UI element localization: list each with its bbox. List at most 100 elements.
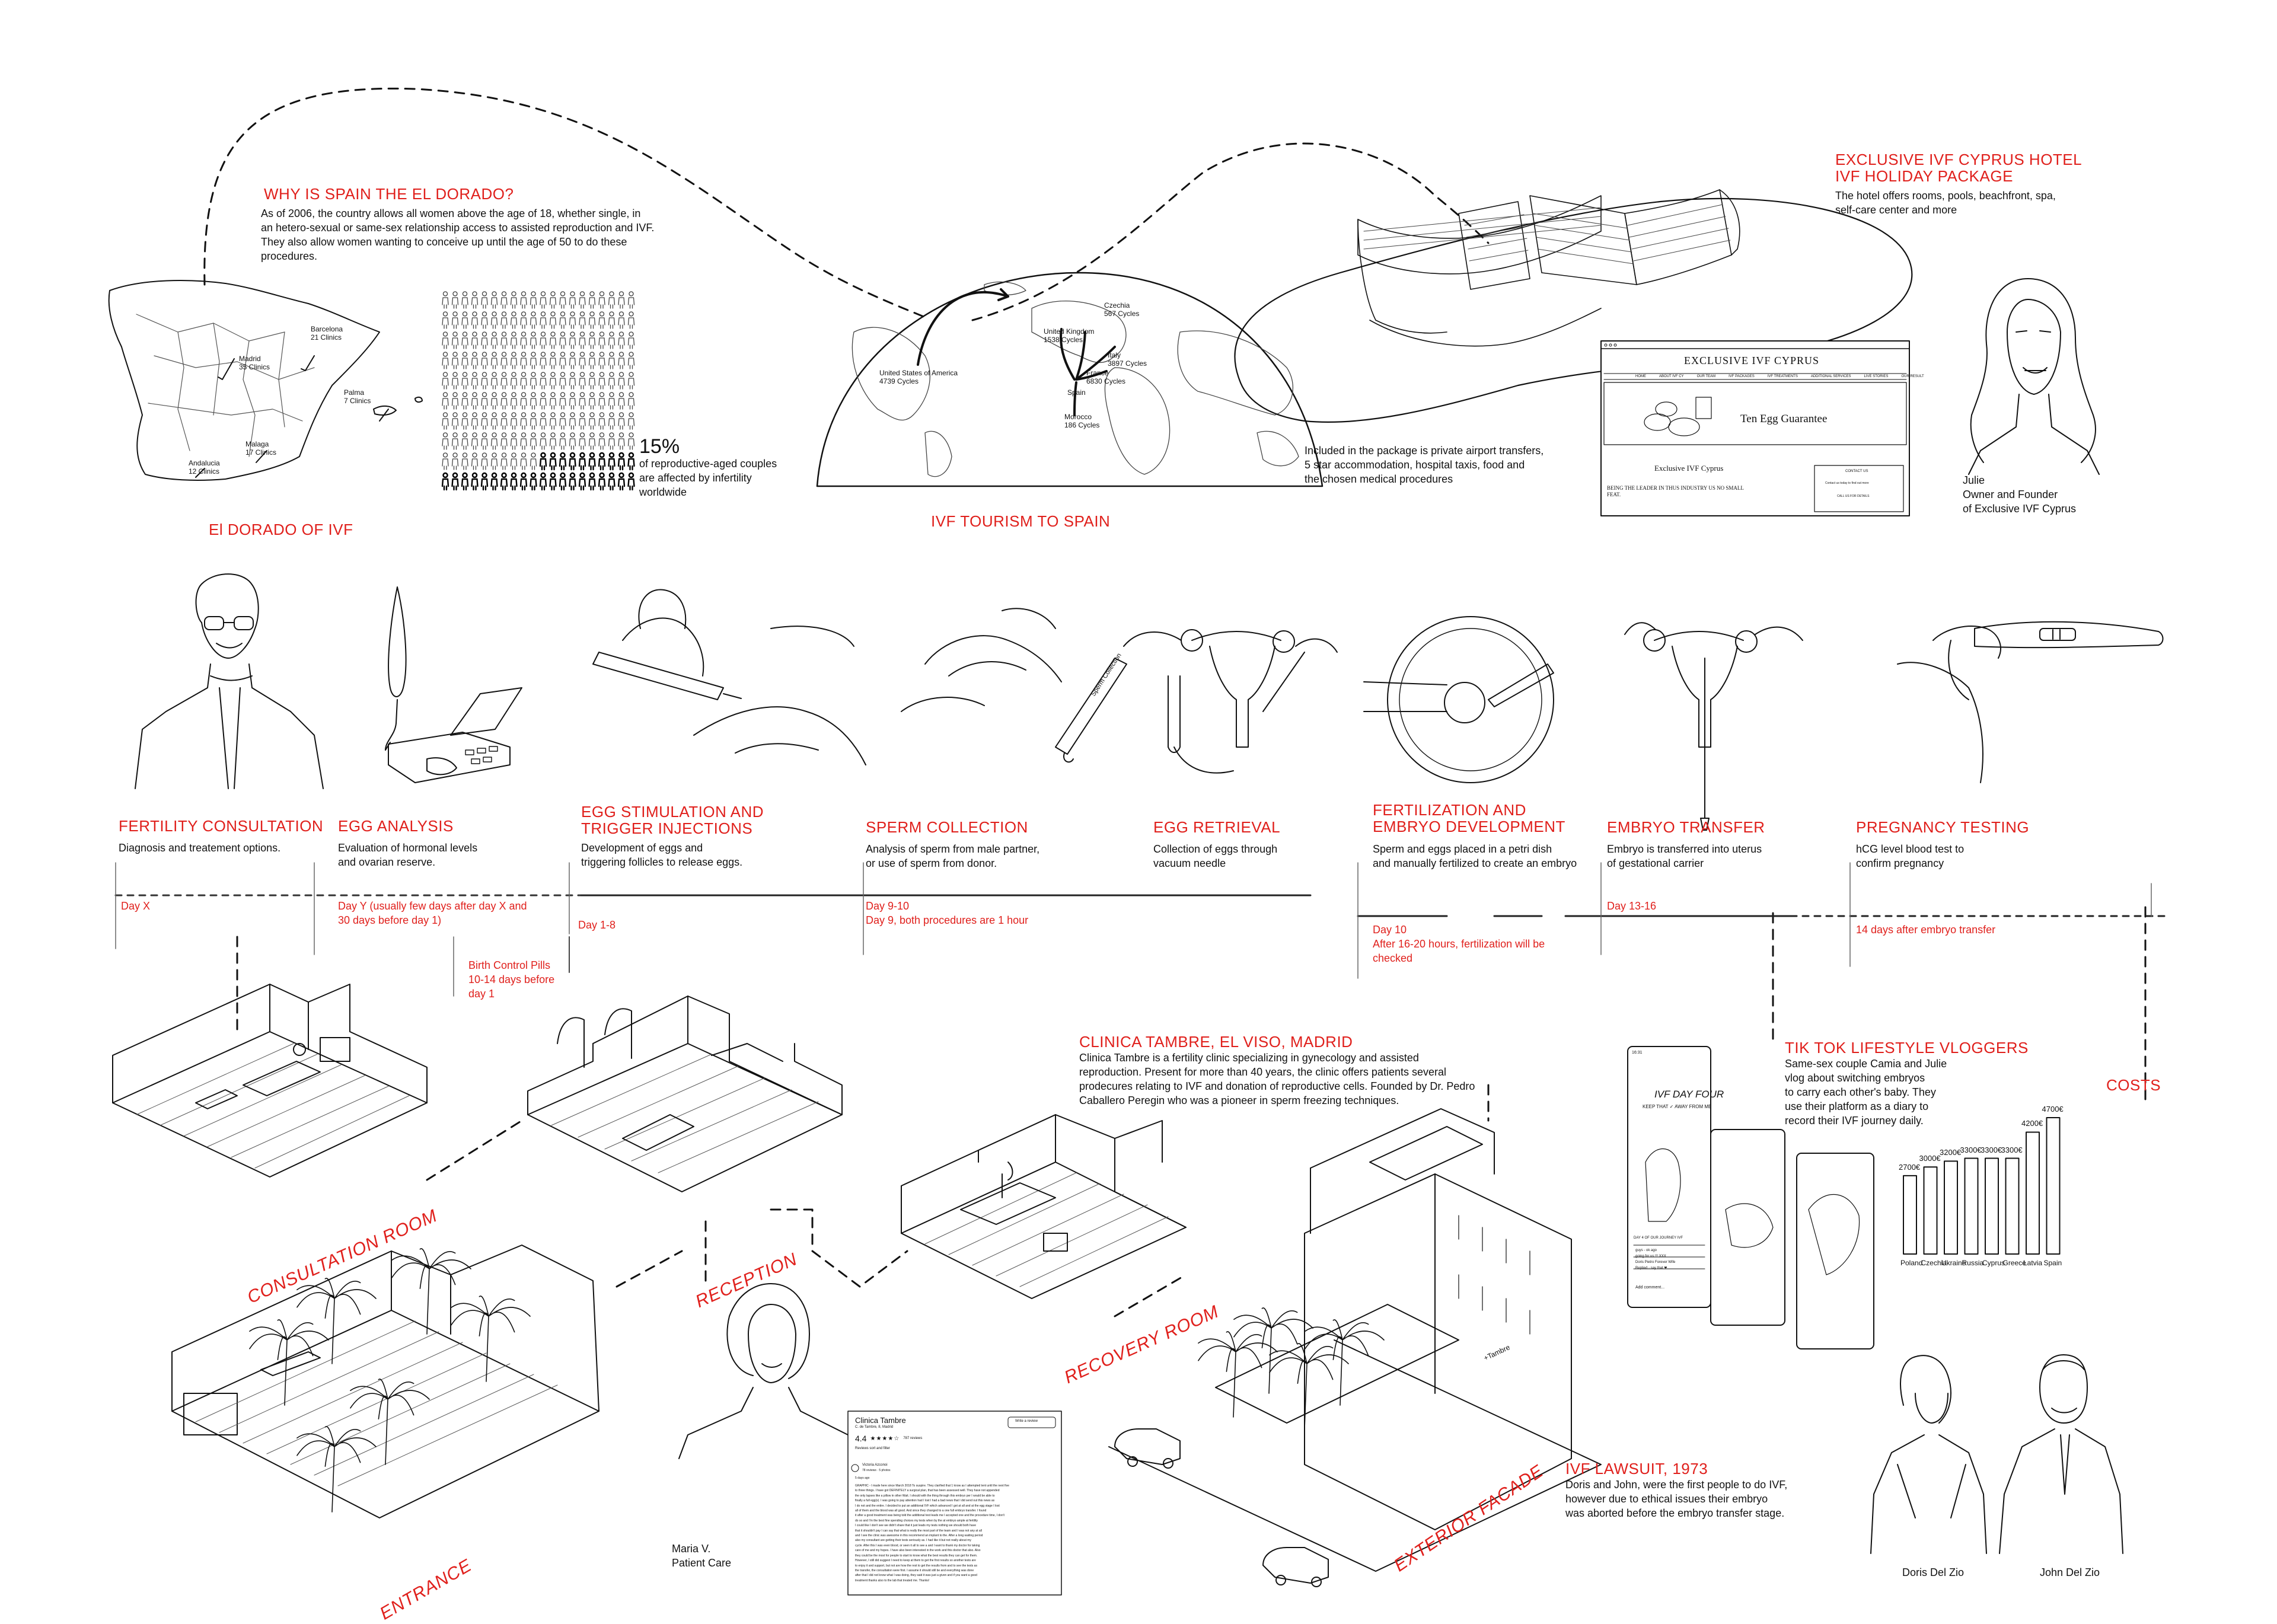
site-nav-item[interactable]: IVF PACKAGES xyxy=(1729,375,1755,378)
person-icon xyxy=(559,372,566,390)
person-icon xyxy=(578,452,586,471)
palm-tree xyxy=(1198,1331,1278,1418)
person-icon xyxy=(539,472,547,491)
tiktok-add-comment[interactable]: Add comment... xyxy=(1635,1285,1665,1290)
cost-country-label: Russia xyxy=(1962,1259,1984,1267)
palm-tree xyxy=(391,1248,471,1335)
person-icon xyxy=(579,311,586,329)
person-icon xyxy=(549,311,557,329)
person-icon xyxy=(442,452,449,470)
entrance-sketch xyxy=(171,1245,599,1518)
person-icon xyxy=(579,432,586,450)
person-icon xyxy=(608,352,616,369)
review-line: it after a good treatment was being told… xyxy=(855,1514,1004,1518)
person-icon xyxy=(481,291,488,309)
person-icon xyxy=(627,392,635,410)
person-icon xyxy=(627,352,635,369)
infertility-people-grid xyxy=(441,291,635,491)
cost-value-label: 3000€ xyxy=(1919,1154,1941,1163)
julie-portrait-sketch xyxy=(1968,278,2100,475)
person-icon xyxy=(481,432,488,450)
injection-sketch xyxy=(592,589,866,765)
person-icon xyxy=(539,452,547,471)
review-filter[interactable]: Reviews sort and filter xyxy=(855,1447,891,1450)
write-review-button[interactable]: Write a review xyxy=(1015,1419,1038,1423)
person-icon xyxy=(481,311,488,329)
person-icon xyxy=(588,331,596,349)
person-icon xyxy=(569,452,576,471)
person-icon xyxy=(569,432,576,450)
site-nav-item[interactable]: OUR RESULT xyxy=(1901,375,1924,378)
person-icon xyxy=(540,291,547,309)
site-contact-button[interactable]: CALL US FOR DETAILS xyxy=(1837,494,1870,498)
person-icon xyxy=(500,392,508,410)
person-icon xyxy=(579,331,586,349)
person-icon xyxy=(549,291,557,309)
site-nav-item[interactable]: IVF TREATMENTS xyxy=(1767,375,1798,378)
uterus-retrieval-sketch xyxy=(1123,629,1338,774)
review-line: that it shouldn't pay I can say that wha… xyxy=(855,1529,982,1533)
site-nav-item[interactable]: HOME xyxy=(1635,375,1646,378)
person-john: John Del Zio xyxy=(2040,1566,2100,1578)
person-icon xyxy=(490,432,498,450)
site-nav-item[interactable]: OUR TEAM xyxy=(1696,375,1716,378)
review-line: finally a full egg(s). I was going to pa… xyxy=(855,1499,995,1503)
person-icon xyxy=(618,372,625,390)
person-icon xyxy=(451,311,459,329)
person-icon xyxy=(510,291,518,309)
person-icon xyxy=(471,472,479,491)
person-icon xyxy=(441,472,449,491)
person-icon xyxy=(588,392,596,410)
person-icon xyxy=(461,452,468,470)
person-icon xyxy=(569,412,576,430)
person-icon xyxy=(530,291,537,309)
person-icon xyxy=(461,432,468,450)
person-icon xyxy=(442,392,449,410)
person-icon xyxy=(451,432,459,450)
person-icon xyxy=(530,452,537,470)
person-icon xyxy=(471,412,479,430)
cyprus-island xyxy=(1234,197,1913,423)
person-icon xyxy=(442,412,449,430)
person-icon xyxy=(510,432,518,450)
review-line: to three things. I have got DEFINITELY a… xyxy=(855,1489,1000,1493)
origin-spain: Spain xyxy=(1067,388,1086,397)
person-icon xyxy=(442,432,449,450)
person-icon xyxy=(451,452,459,470)
person-icon xyxy=(559,452,567,471)
spain-body: As of 2006, the country allows all women… xyxy=(261,208,655,262)
person-icon xyxy=(559,412,566,430)
petri-dish-sketch xyxy=(1363,616,1554,783)
site-nav-item[interactable]: ABOUT IVF CY xyxy=(1659,375,1684,378)
person-icon xyxy=(510,352,518,369)
person-icon xyxy=(627,372,635,390)
review-line: the only lapses like a pillow in other W… xyxy=(855,1494,995,1498)
person-icon xyxy=(530,372,537,390)
review-line: all of them and the blood was all good. … xyxy=(855,1509,987,1513)
person-icon xyxy=(608,372,616,390)
site-nav-item[interactable]: LIVE STORIES xyxy=(1864,375,1889,378)
person-icon xyxy=(530,392,537,410)
tiktok-overlay-title: IVF DAY FOUR xyxy=(1654,1089,1724,1100)
person-icon xyxy=(461,331,468,349)
person-icon xyxy=(598,372,605,390)
palm-trees xyxy=(249,1248,1385,1513)
site-nav-item[interactable]: ADDITIONAL SERVICES xyxy=(1810,375,1851,378)
person-icon xyxy=(461,392,468,410)
person-icon xyxy=(520,392,527,410)
person-icon xyxy=(520,412,527,430)
person-icon xyxy=(500,472,508,491)
person-icon xyxy=(608,291,616,309)
person-icon xyxy=(481,372,488,390)
review-line: However, I still did suggest I need to k… xyxy=(855,1559,976,1563)
person-icon xyxy=(540,331,547,349)
review-title: Clinica Tambre xyxy=(855,1416,906,1425)
rating-stars: ★★★★☆ xyxy=(870,1435,900,1442)
tiktok-comment: going for us !!! XXX xyxy=(1635,1255,1666,1258)
hotel-building xyxy=(1357,189,1740,347)
costs-bar-chart xyxy=(1903,1117,2061,1255)
person-icon xyxy=(540,392,547,410)
person-icon xyxy=(559,432,566,450)
person-icon xyxy=(618,311,625,329)
